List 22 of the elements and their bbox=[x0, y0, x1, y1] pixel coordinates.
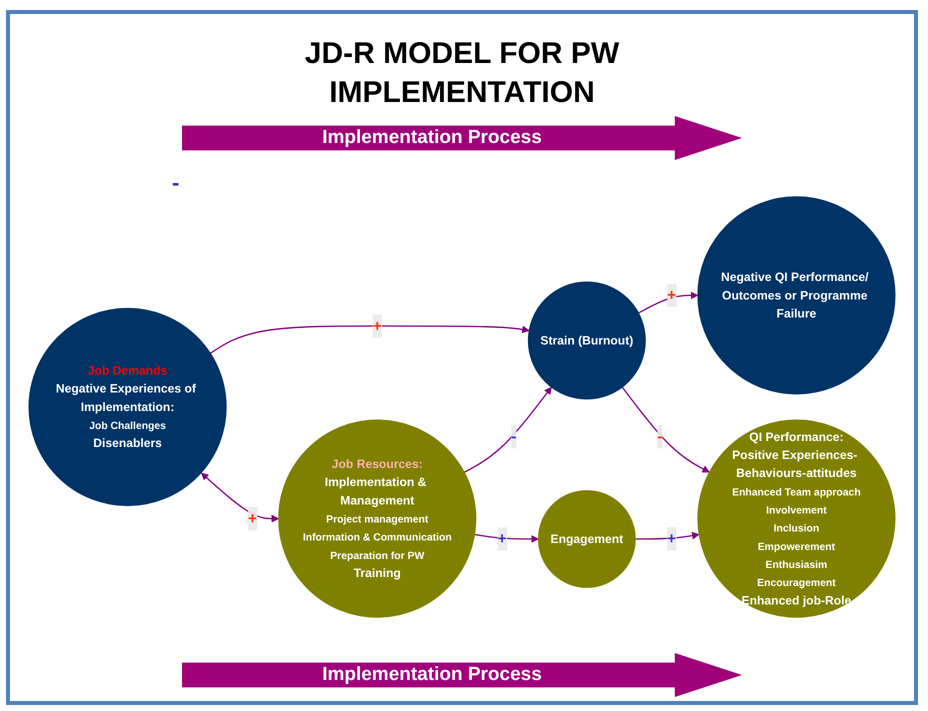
arrow bbox=[638, 291, 698, 314]
sign-label: - bbox=[172, 170, 180, 196]
arrow bbox=[622, 386, 710, 472]
arrow bbox=[210, 324, 530, 354]
edge-label: + bbox=[667, 529, 676, 547]
arrow bbox=[474, 533, 539, 542]
arrow bbox=[635, 531, 700, 540]
edge-label: + bbox=[498, 529, 507, 547]
node-circle: Strain (Burnout) bbox=[528, 281, 646, 399]
edge-label: - bbox=[511, 427, 516, 444]
edge-label: + bbox=[667, 286, 676, 304]
edge-label: - bbox=[657, 427, 662, 444]
node-circle: Job Resources: Implementation & Management Project management Information & Communication Preparation for PW Training bbox=[278, 419, 476, 618]
node-circle: Negative QI Performance/ Outcomes or Programme Failure bbox=[697, 196, 896, 394]
edge-label: + bbox=[372, 316, 382, 334]
node-circle: Job Demands Negative Experiences of Implementation: Job Challenges Disenablers bbox=[28, 307, 227, 506]
edge-label: + bbox=[248, 509, 257, 526]
arrow bbox=[201, 472, 279, 522]
node-circle: QI Performance: Positive Experiences- Behaviours-attitudes Enhanced Team approach Involvement Inclusion Empowerement Enthusiasim Encouragement Enhanced job-Role bbox=[697, 419, 896, 618]
arrow bbox=[464, 386, 552, 472]
title: JD-R MODEL FOR PW IMPLEMENTATION bbox=[304, 36, 620, 111]
node-circle: Engagement bbox=[538, 490, 636, 588]
